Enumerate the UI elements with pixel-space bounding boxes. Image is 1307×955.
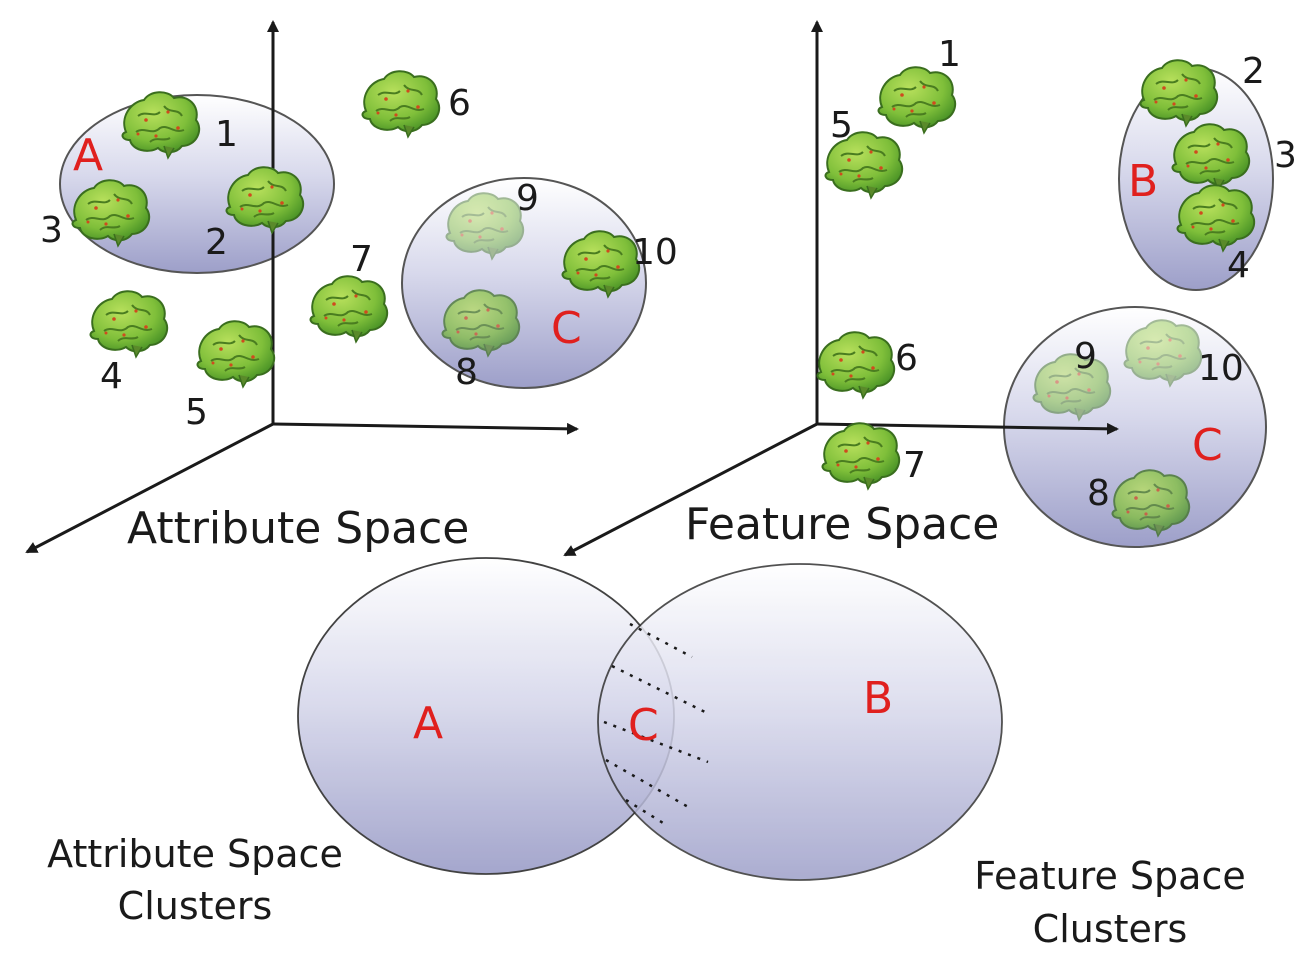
point-label-2: 2 [205, 222, 228, 263]
feature-space-title: Feature Space [685, 499, 999, 550]
point-label-2: 2 [1242, 51, 1265, 92]
point-label-8: 8 [455, 352, 478, 393]
point-label-3: 3 [40, 210, 63, 251]
cluster-c-label: C [551, 303, 582, 354]
brain-icon [821, 422, 901, 490]
point-label-7: 7 [903, 445, 926, 486]
right-caption-line1: Feature Space [974, 854, 1245, 898]
point-label-8: 8 [1087, 473, 1110, 514]
point-label-7: 7 [350, 239, 373, 280]
point-label-9: 9 [516, 178, 539, 219]
point-label-1: 1 [938, 34, 961, 75]
point-label-5: 5 [830, 105, 853, 146]
cluster-b-label: B [1128, 156, 1158, 207]
cluster-a-label: A [73, 130, 103, 181]
brain-icon [309, 275, 389, 343]
point-label-6: 6 [895, 338, 918, 379]
point-label-10: 10 [1198, 348, 1244, 389]
x-axis-arrow [272, 422, 579, 435]
point-label-5: 5 [185, 392, 208, 433]
venn-right-label: B [863, 673, 893, 724]
right-caption-line2: Clusters [1033, 907, 1188, 951]
brain-icon [361, 70, 441, 138]
brain-icon [816, 331, 896, 399]
point-label-3: 3 [1274, 135, 1297, 176]
brain-icon [877, 66, 957, 134]
point-label-1: 1 [215, 114, 238, 155]
venn-overlap-label: C [628, 700, 659, 751]
point-label-6: 6 [448, 83, 471, 124]
left-caption-line1: Attribute Space [47, 832, 343, 876]
point-label-10: 10 [632, 232, 678, 273]
cluster-c-label: C [1192, 420, 1223, 471]
brain-icon [89, 290, 169, 358]
z-axis-arrow [25, 422, 274, 554]
feature-space-panel: B C 1 2 3 4 5 6 7 8 9 10 Feature Space [563, 20, 1297, 557]
attribute-space-title: Attribute Space [127, 503, 469, 554]
venn-left-label: A [413, 698, 443, 749]
brain-icon [196, 320, 276, 388]
point-label-4: 4 [1227, 245, 1250, 286]
point-label-4: 4 [100, 356, 123, 397]
overlap-hatch [603, 622, 709, 828]
attribute-space-panel: A C 1 2 3 4 5 6 7 8 9 10 Attribute Space [25, 20, 678, 554]
venn-right-ellipse [597, 563, 1003, 881]
venn-diagram: A B C Attribute Space Clusters Feature S… [47, 557, 1246, 951]
z-axis-arrow [563, 422, 818, 557]
point-label-9: 9 [1074, 336, 1097, 377]
left-caption-line2: Clusters [118, 884, 273, 928]
